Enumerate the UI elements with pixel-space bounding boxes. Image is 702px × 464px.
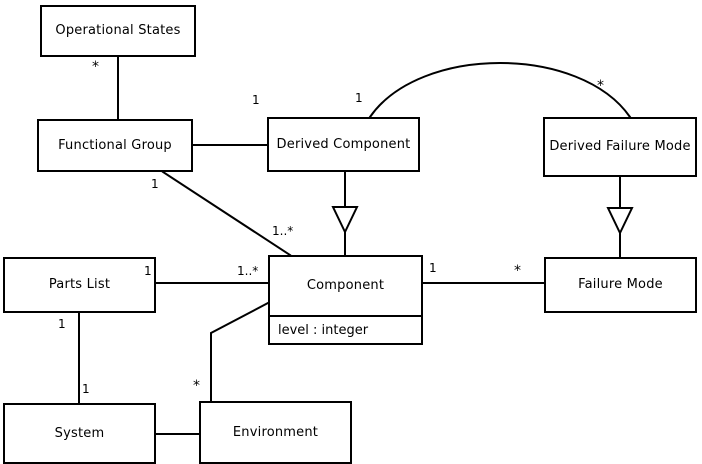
mult-partslist-right: 1 [144,264,152,278]
class-box-derived-failure-mode[interactable]: Derived Failure Mode [543,117,697,177]
class-box-environment[interactable]: Environment [199,401,352,464]
class-box-operational-states[interactable]: Operational States [40,5,196,57]
mult-component-fg: 1..* [272,224,294,238]
class-box-derived-component[interactable]: Derived Component [267,117,420,172]
mult-fg-component: 1 [151,177,159,191]
class-name-derived-component: Derived Component [276,136,411,152]
class-name-environment: Environment [232,424,319,440]
mult-derivedcomp-curve: 1 [355,91,363,105]
class-attribute-row: level : integer [278,322,369,338]
mult-system-top: 1 [82,382,90,396]
edge-paths-group [78,56,632,435]
class-name-derived-failure-mode: Derived Failure Mode [549,139,691,155]
mult-partslist-bottom: 1 [58,317,66,331]
class-box-component[interactable]: Component level : integer [268,255,423,345]
class-name-component: Component [306,278,385,294]
class-box-functional-group[interactable]: Functional Group [37,119,193,172]
mult-component-left: 1..* [237,264,259,278]
edge-functionalgroup-component [161,170,292,257]
mult-derivedfm-curve: * [597,78,604,94]
class-name-system: System [54,425,105,441]
class-box-failure-mode[interactable]: Failure Mode [544,257,697,313]
edge-derivedfailuremode-generalization-arrowhead [606,207,634,236]
mult-opstates-fg: * [92,59,99,75]
generalization-arrowheads-group [331,206,634,236]
class-attributes-component: level : integer [270,315,421,343]
mult-environment-comp: * [193,378,200,394]
mult-component-right: 1 [429,261,437,275]
class-name-functional-group: Functional Group [58,137,172,153]
class-name-operational-states: Operational States [55,23,181,39]
mult-fg-derivedcomp: 1 [252,93,260,107]
class-name-failure-mode: Failure Mode [578,277,663,293]
class-box-system[interactable]: System [3,403,156,464]
edge-environment-component [210,301,270,402]
mult-failuremode-left: * [514,263,521,279]
class-name-parts-list: Parts List [48,277,111,293]
edge-derivedcomponent-derivedfailuremode [368,62,632,119]
edge-derivedcomponent-generalization-arrowhead [331,206,359,235]
class-box-parts-list[interactable]: Parts List [3,257,156,313]
